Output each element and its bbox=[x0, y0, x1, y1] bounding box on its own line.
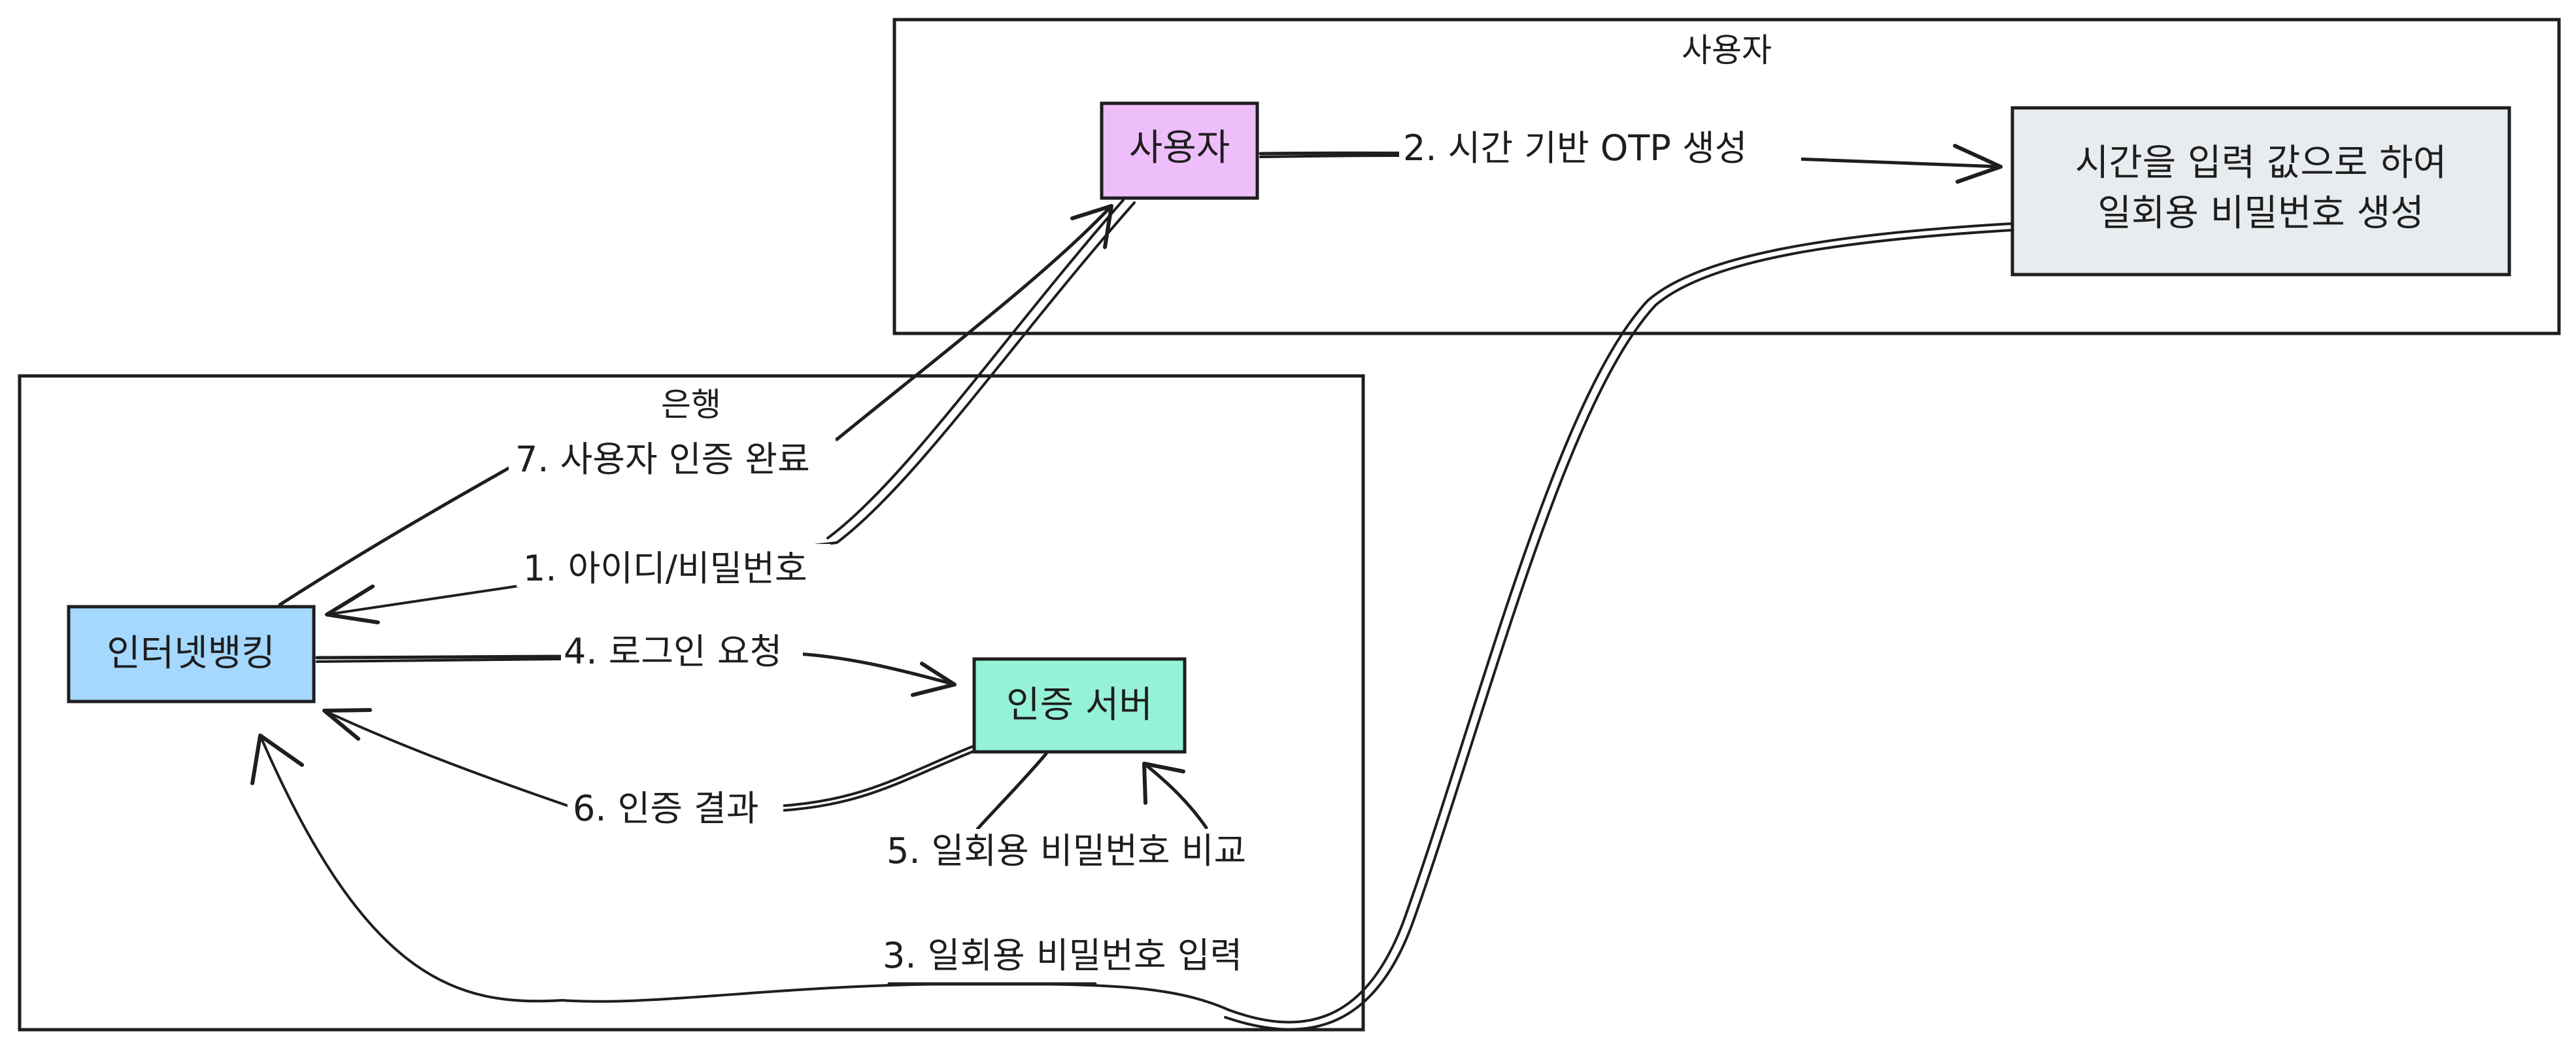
edge-step1: 1. 아이디/비밀번호 bbox=[325, 199, 1136, 624]
node-otp-generator[interactable]: 시간을 입력 값으로 하여 일회용 비밀번호 생성 bbox=[2010, 106, 2511, 277]
edge-step7: 7. 사용자 인증 완료 bbox=[278, 204, 1113, 607]
edge-step5-label: 5. 일회용 비밀번호 비교 bbox=[887, 830, 1246, 871]
edge-step5: 5. 일회용 비밀번호 비교 bbox=[883, 752, 1281, 872]
edge-step7-label: 7. 사용자 인증 완료 bbox=[515, 439, 810, 480]
edge-step6-arrowhead bbox=[322, 708, 372, 741]
edge-step6-label: 6. 인증 결과 bbox=[573, 788, 759, 829]
edge-step1-arrowhead bbox=[325, 584, 380, 624]
edge-step4-arrowhead bbox=[911, 662, 957, 697]
frame-bank: 은행 bbox=[18, 374, 1365, 1032]
edge-step3-label: 3. 일회용 비밀번호 입력 bbox=[883, 935, 1242, 976]
frame-user: 사용자 bbox=[892, 18, 2561, 335]
node-internet-banking-box bbox=[67, 605, 316, 703]
frame-user-title: 사용자 bbox=[1682, 31, 1772, 69]
node-otp-generator-line2: 일회용 비밀번호 생성 bbox=[2097, 192, 2424, 235]
edge-step5-arrowhead bbox=[1142, 762, 1185, 805]
node-auth-server-box bbox=[972, 657, 1187, 754]
node-user[interactable]: 사용자 bbox=[1100, 101, 1259, 200]
edge-step2: 2. 시간 기반 OTP 생성 bbox=[1259, 123, 2003, 184]
node-auth-server[interactable]: 인증 서버 bbox=[972, 657, 1187, 754]
node-user-label: 사용자 bbox=[1129, 127, 1230, 169]
node-internet-banking[interactable]: 인터넷뱅킹 bbox=[67, 605, 316, 703]
edge-step4: 4. 로그인 요청 bbox=[315, 628, 957, 697]
edge-step7-arrowhead bbox=[1070, 204, 1113, 249]
edge-step2-label: 2. 시간 기반 OTP 생성 bbox=[1403, 127, 1747, 169]
edge-step6: 6. 인증 결과 bbox=[322, 708, 974, 829]
node-internet-banking-label: 인터넷뱅킹 bbox=[107, 632, 275, 675]
edge-step4-label: 4. 로그인 요청 bbox=[564, 631, 782, 672]
node-otp-generator-box bbox=[2010, 106, 2511, 277]
edge-step1-label: 1. 아이디/비밀번호 bbox=[523, 548, 807, 589]
node-auth-server-label: 인증 서버 bbox=[1006, 684, 1153, 726]
node-user-box bbox=[1100, 101, 1259, 200]
edge-step2-arrowhead bbox=[1953, 144, 2003, 184]
frame-bank-title: 은행 bbox=[661, 386, 721, 424]
edge-step3-arrowhead bbox=[250, 734, 304, 785]
node-otp-generator-line1: 시간을 입력 값으로 하여 bbox=[2075, 142, 2447, 184]
edge-step3: 3. 일회용 비밀번호 입력 bbox=[250, 222, 2014, 1031]
